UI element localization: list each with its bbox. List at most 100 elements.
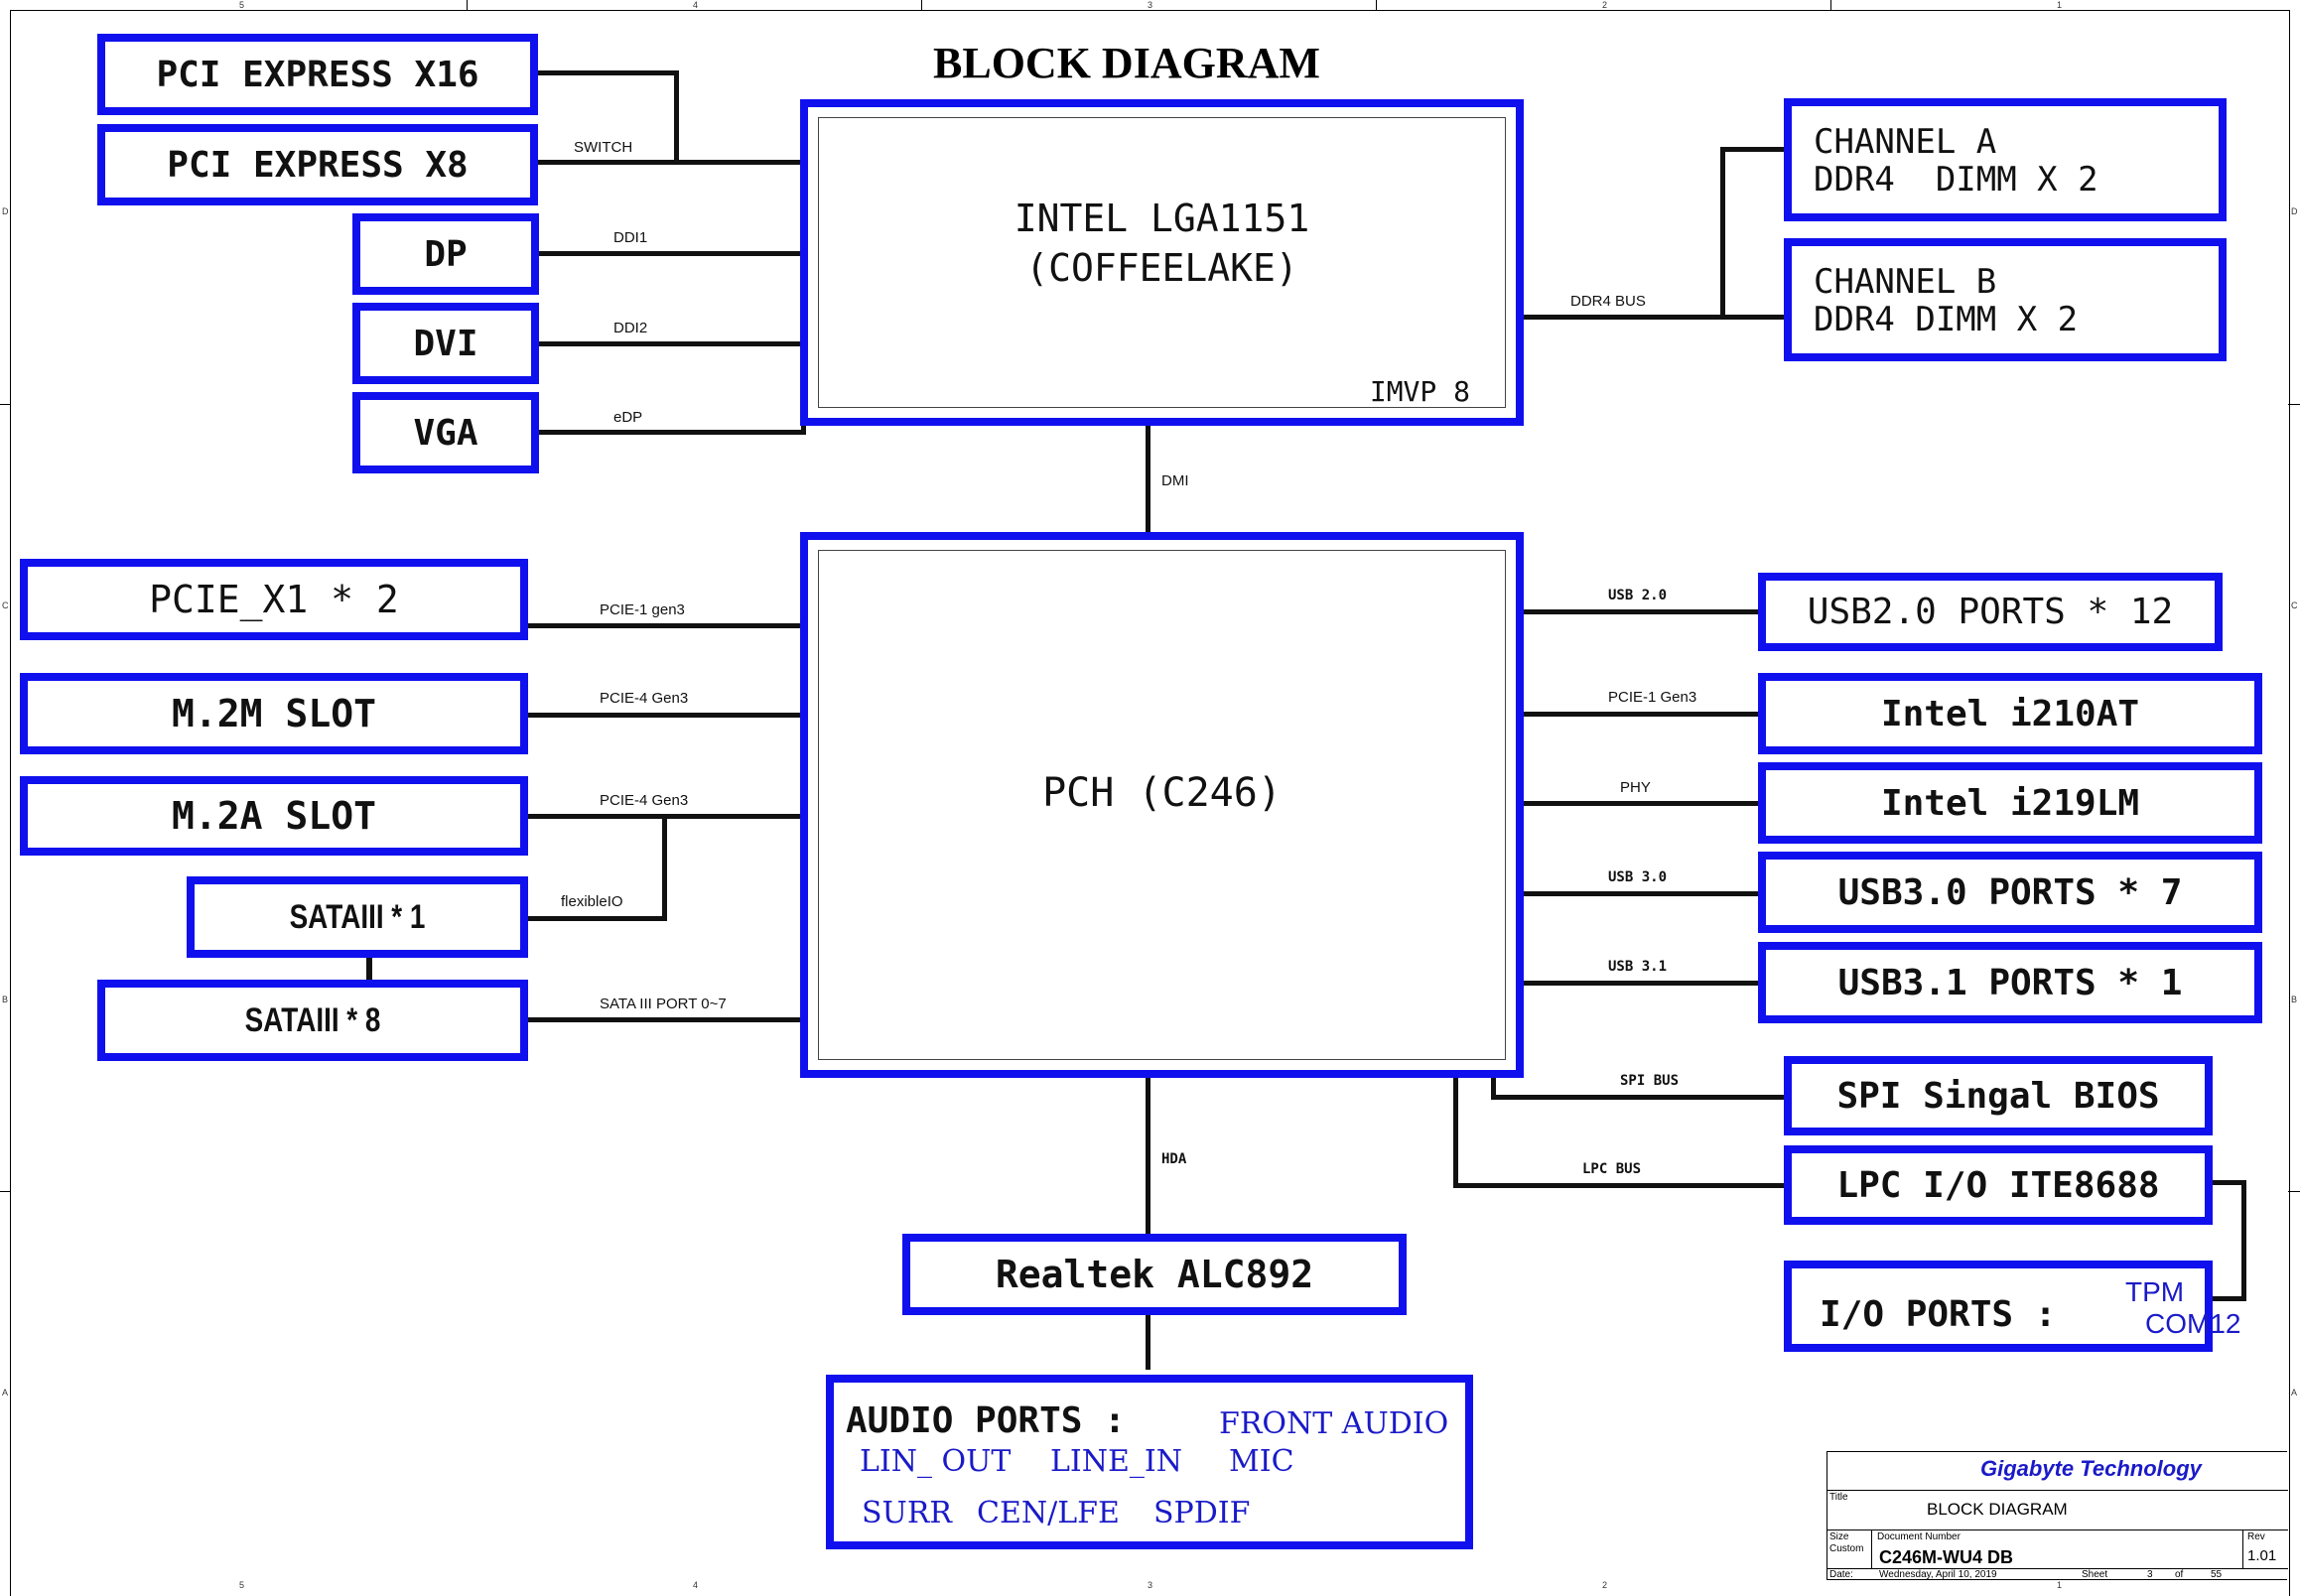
title-block-title-label: Title (1829, 1492, 1848, 1503)
wire-i219 (1516, 801, 1762, 806)
ruler-row: D (2, 206, 9, 216)
channel-b-line2: DDR4 DIMM X 2 (1814, 300, 2079, 339)
bus-label-pcie1: PCIE-1 gen3 (600, 601, 685, 618)
title-block-rev-label: Rev (2247, 1531, 2265, 1542)
ruler-tick (0, 404, 10, 405)
block-usb2: USB2.0 PORTS * 12 (1758, 573, 2223, 651)
title-block-sheet-value: 3 (2147, 1569, 2153, 1580)
wire-pcie-x1 (524, 623, 807, 628)
ruler-tick (1830, 0, 1831, 10)
bus-label-spi: SPI BUS (1620, 1073, 1680, 1089)
audio-spdif: SPDIF (1153, 1496, 1251, 1530)
ruler-tick (2288, 1191, 2300, 1192)
wire-pcie-x16 (536, 70, 679, 75)
block-dvi-label: DVI (413, 323, 478, 364)
bus-label-pcie1-right: PCIE-1 Gen3 (1608, 689, 1697, 706)
title-block-sheet-label: Sheet (2082, 1569, 2108, 1580)
block-sata1: SATAIII * 1 (187, 876, 528, 958)
wire-audio (1146, 1310, 1150, 1370)
ruler-row: C (2291, 600, 2298, 610)
title-block-size-value: Custom (1829, 1543, 1864, 1554)
cpu-vr: IMVP 8 (1369, 375, 1470, 408)
bus-label-sata: SATA III PORT 0~7 (600, 996, 727, 1012)
audio-lin-out: LIN_ OUT (860, 1444, 1012, 1479)
title-block-date-label: Date: (1829, 1569, 1853, 1580)
ruler-col: 2 (1602, 1580, 1608, 1590)
bus-label-ddr4: DDR4 BUS (1570, 293, 1646, 310)
block-realtek-label: Realtek ALC892 (995, 1253, 1314, 1296)
wire-switch-vertical (674, 70, 679, 165)
block-usb31-label: USB3.1 PORTS * 1 (1837, 962, 2183, 1003)
block-sata8: SATAIII * 8 (97, 980, 528, 1061)
wire-flex-vertical (662, 814, 667, 921)
title-block-divider (1827, 1490, 2288, 1491)
wire-lpc-vertical (1453, 1072, 1458, 1188)
block-m2a: M.2A SLOT (20, 776, 528, 856)
channel-a-line1: CHANNEL A (1814, 122, 1997, 162)
ruler-col: 5 (239, 0, 245, 10)
bus-label-flex: flexibleIO (561, 893, 623, 910)
block-i210: Intel i210AT (1758, 673, 2262, 754)
block-i219-label: Intel i219LM (1880, 782, 2140, 824)
block-m2m: M.2M SLOT (20, 673, 528, 754)
ruler-tick (921, 0, 922, 10)
title-block-size-label: Size (1829, 1531, 1849, 1542)
wire-dmi (1146, 422, 1150, 536)
wire-dvi (536, 341, 804, 346)
wire-lpc (1453, 1183, 1789, 1188)
block-pcie-x16-label: PCI EXPRESS X16 (156, 54, 479, 95)
ruler-col: 3 (1148, 1580, 1153, 1590)
wire-usb31 (1516, 981, 1762, 986)
ruler-row: A (2291, 1388, 2298, 1397)
bus-label-ddi1: DDI1 (613, 229, 648, 246)
wire-spi-vertical (1491, 1072, 1496, 1100)
block-pcie-x8: PCI EXPRESS X8 (97, 124, 538, 205)
block-spi-label: SPI Singal BIOS (1836, 1075, 2160, 1117)
block-vga: VGA (352, 392, 539, 473)
wire-dp (536, 251, 804, 256)
wire-spi (1491, 1095, 1789, 1100)
block-pch: PCH (C246) (800, 532, 1524, 1078)
block-realtek: Realtek ALC892 (902, 1234, 1407, 1315)
block-pcie-x1-label: PCIE_X1 * 2 (149, 578, 399, 621)
pch-label: PCH (C246) (1042, 770, 1282, 816)
ruler-col: 4 (693, 0, 699, 10)
block-i219: Intel i219LM (1758, 762, 2262, 844)
bus-label-phy: PHY (1620, 779, 1651, 796)
bus-label-ddi2: DDI2 (613, 320, 648, 336)
ruler-col: 2 (1602, 0, 1608, 10)
cpu-line1: INTEL LGA1151 (1014, 197, 1310, 240)
wire-ddr4-vertical (1720, 147, 1725, 320)
ruler-col: 3 (1148, 0, 1153, 10)
block-usb3: USB3.0 PORTS * 7 (1758, 852, 2262, 933)
audio-front: FRONT AUDIO (1219, 1406, 1449, 1441)
block-channel-b: CHANNEL B DDR4 DIMM X 2 (1784, 238, 2227, 361)
ruler-row: B (2291, 995, 2298, 1004)
ruler-row: A (2, 1388, 9, 1397)
ruler-col: 5 (239, 1580, 245, 1590)
title-block-rev-value: 1.01 (2247, 1547, 2277, 1564)
title-block-vdivider (1871, 1530, 1872, 1569)
block-io-ports: I/O PORTS : TPM COM12 (1784, 1261, 2240, 1352)
block-dp-label: DP (424, 233, 468, 275)
block-sata8-label: SATAIII * 8 (244, 1000, 381, 1039)
wire-ddr4-bus (1521, 315, 1789, 320)
wire-pcie-x8 (536, 160, 804, 165)
ruler-tick (1376, 0, 1377, 10)
ruler-col: 4 (693, 1580, 699, 1590)
block-audio-ports: AUDIO PORTS : FRONT AUDIO LIN_ OUT LINE_… (826, 1375, 1473, 1549)
ruler-row: C (2, 600, 9, 610)
block-dvi: DVI (352, 303, 539, 384)
audio-surr: SURR (862, 1496, 953, 1530)
bus-label-hda: HDA (1161, 1151, 1187, 1167)
block-usb2-label: USB2.0 PORTS * 12 (1807, 592, 2174, 632)
block-lpc-label: LPC I/O ITE8688 (1836, 1164, 2160, 1206)
title-block-vdivider (2242, 1530, 2243, 1569)
wire-lpc-io-vertical (2241, 1180, 2246, 1301)
ruler-tick (467, 0, 468, 10)
bus-label-switch: SWITCH (574, 139, 633, 156)
block-sata1-label: SATAIII * 1 (289, 897, 426, 936)
wire-lpc-io-right (2209, 1180, 2246, 1185)
title-block-docnum-label: Document Number (1877, 1531, 1961, 1542)
audio-line-in: LINE_IN (1050, 1444, 1183, 1479)
